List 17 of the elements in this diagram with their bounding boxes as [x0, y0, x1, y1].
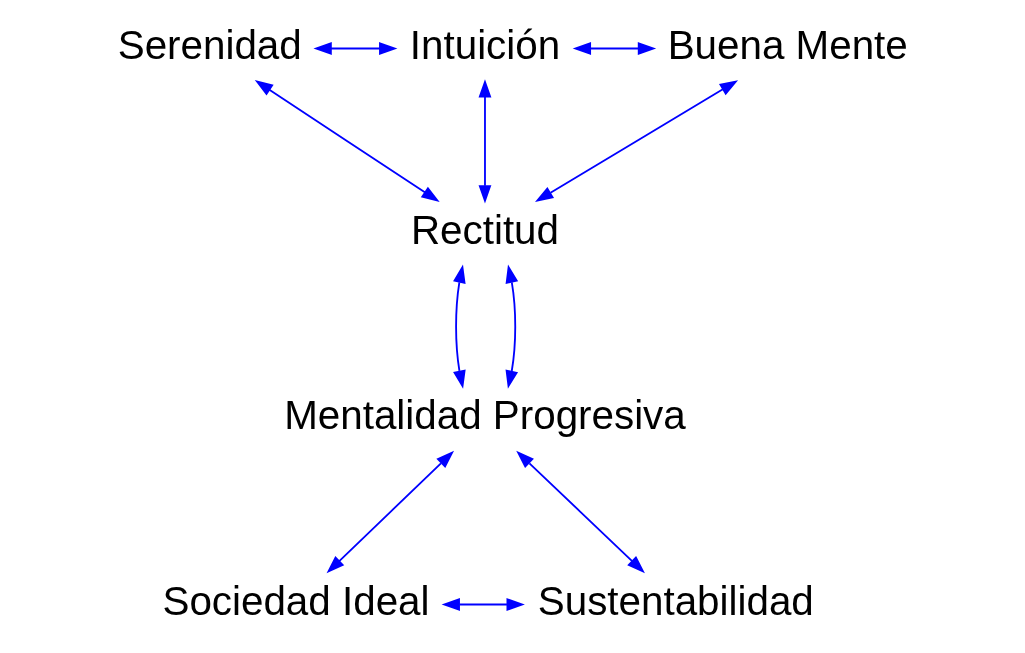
arrow: [505, 264, 519, 389]
node-text: Buena Mente: [667, 21, 908, 68]
arrow: [516, 450, 645, 574]
arrow: [313, 42, 398, 55]
node-text: Serenidad: [117, 21, 302, 68]
arrow: [572, 42, 657, 55]
node-text: Sustentabilidad: [537, 577, 814, 624]
node-text: Rectitud: [410, 207, 560, 254]
arrow: [478, 79, 492, 204]
arrow: [441, 598, 525, 611]
node-text: Mentalidad Progresiva: [284, 392, 686, 439]
node-text: Intuición: [409, 21, 561, 68]
arrow: [326, 450, 455, 574]
arrow: [254, 80, 440, 203]
node-text: Sociedad Ideal: [162, 577, 430, 624]
arrow: [535, 80, 739, 202]
arrow: [453, 264, 466, 389]
